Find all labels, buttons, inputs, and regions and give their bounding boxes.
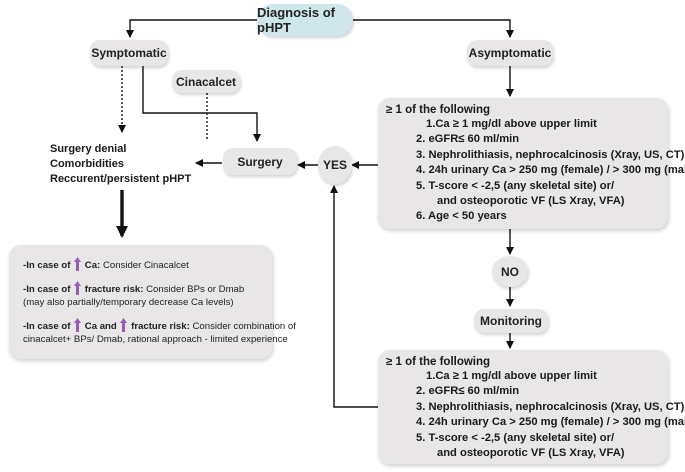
surgery-denial-reasons: Surgery denial Comorbidities Reccurent/p… — [50, 142, 210, 187]
surgery-node: Surgery — [223, 148, 297, 175]
cinacalcet-node: Cinacalcet — [172, 70, 240, 93]
yes-node: YES — [318, 146, 352, 184]
criteria-top-heading: ≥ 1 of the following — [386, 104, 491, 116]
treatment-l2-prefix: -In case of — [23, 284, 71, 295]
criteria-top-item-5: 5. T-score < -2,5 (any skeletal site) or… — [416, 179, 615, 192]
treatment-l3-action: Consider combination of — [192, 321, 296, 332]
arrow-title-to-symptomatic — [126, 19, 257, 38]
criteria-bottom-item-2: 2. eGFR≤ 60 ml/min — [416, 385, 520, 398]
criteria-bottom-item-5: 5. T-score < -2,5 (any skeletal site) or… — [416, 431, 615, 444]
arrow-criteria-bottom-to-yes — [330, 185, 378, 408]
criteria-box-top: ≥ 1 of the following 1.Ca ≥ 1 mg/dl abov… — [378, 98, 685, 229]
criteria-bottom-item-5b: and osteoporotic VF (LS Xray, VFA) — [437, 447, 625, 460]
treatment-l3-prefix: -In case of — [23, 321, 71, 332]
no-node: NO — [492, 256, 528, 287]
criteria-bottom-item-1: 1.Ca ≥ 1 mg/dl above upper limit — [426, 370, 597, 382]
criteria-top-item-1: 1.Ca ≥ 1 mg/dl above upper limit — [426, 118, 597, 130]
reason-comorbidities: Comorbidities — [50, 158, 124, 170]
symptomatic-text: Symptomatic — [91, 46, 167, 60]
criteria-top-item-6: 6. Age < 50 years — [416, 210, 507, 223]
reason-surgery-denial: Surgery denial — [50, 143, 127, 155]
treatment-line-fracture: -In case of fracture risk: Consider BPs … — [23, 281, 272, 296]
treatment-l2-condition: fracture risk: — [84, 284, 144, 295]
criteria-bottom-item-4: 4. 24h urinary Ca > 250 mg (female) / > … — [416, 416, 685, 429]
yes-text: YES — [322, 158, 347, 172]
up-arrow-icon — [74, 257, 82, 271]
criteria-bottom-heading: ≥ 1 of the following — [386, 356, 491, 368]
treatment-l2-note: (may also partially/temporary decrease C… — [23, 297, 234, 308]
treatment-l3-ca: Ca and — [84, 321, 117, 332]
criteria-box-bottom: ≥ 1 of the following 1.Ca ≥ 1 mg/dl abov… — [378, 350, 685, 464]
no-text: NO — [501, 264, 519, 279]
up-arrow-icon — [74, 318, 82, 332]
arrow-symptomatic-to-surgery — [142, 66, 261, 142]
asymptomatic-text: Asymptomatic — [468, 46, 552, 60]
reason-recurrent-phpt: Reccurent/persistent pHPT — [50, 173, 192, 185]
treatment-l3-fracture: fracture risk: — [131, 321, 190, 332]
criteria-top-item-2: 2. eGFR≤ 60 ml/min — [416, 133, 520, 146]
criteria-top-item-3: 3. Nephrolithiasis, nephrocalcinosis (Xr… — [416, 148, 685, 161]
treatment-line-ca: -In case of Ca: Consider Cinacalcet — [23, 257, 272, 272]
diagnosis-title: Diagnosis of pHPT — [257, 4, 353, 36]
monitoring-text: Monitoring — [480, 314, 542, 328]
treatment-l3-note: cinacalcet+ BPs/ Dmab, rational approach… — [23, 334, 288, 345]
up-arrow-icon — [74, 281, 82, 295]
up-arrow-icon — [120, 318, 128, 332]
criteria-top-item-5b: and osteoporotic VF (LS Xray, VFA) — [437, 195, 625, 208]
treatment-box: -In case of Ca: Consider Cinacalcet -In … — [9, 245, 296, 359]
surgery-text: Surgery — [237, 154, 283, 169]
treatment-l2-action: Consider BPs or Dmab — [146, 284, 245, 295]
treatment-l1-condition: Ca: — [84, 260, 101, 271]
asymptomatic-node: Asymptomatic — [467, 40, 553, 66]
cinacalcet-text: Cinacalcet — [175, 74, 237, 89]
criteria-bottom-item-3: 3. Nephrolithiasis, nephrocalcinosis (Xr… — [416, 400, 685, 413]
treatment-l1-action: Consider Cinacalcet — [102, 260, 189, 271]
symptomatic-node: Symptomatic — [90, 40, 168, 66]
treatment-l1-prefix: -In case of — [23, 260, 71, 271]
monitoring-node: Monitoring — [474, 309, 548, 333]
arrow-title-to-asymptomatic — [352, 19, 514, 38]
diagnosis-title-text: Diagnosis of pHPT — [257, 5, 336, 35]
treatment-line-combined: -In case of Ca and fracture risk: Consid… — [23, 318, 296, 333]
criteria-top-item-4: 4. 24h urinary Ca > 250 mg (female) / > … — [416, 164, 685, 177]
